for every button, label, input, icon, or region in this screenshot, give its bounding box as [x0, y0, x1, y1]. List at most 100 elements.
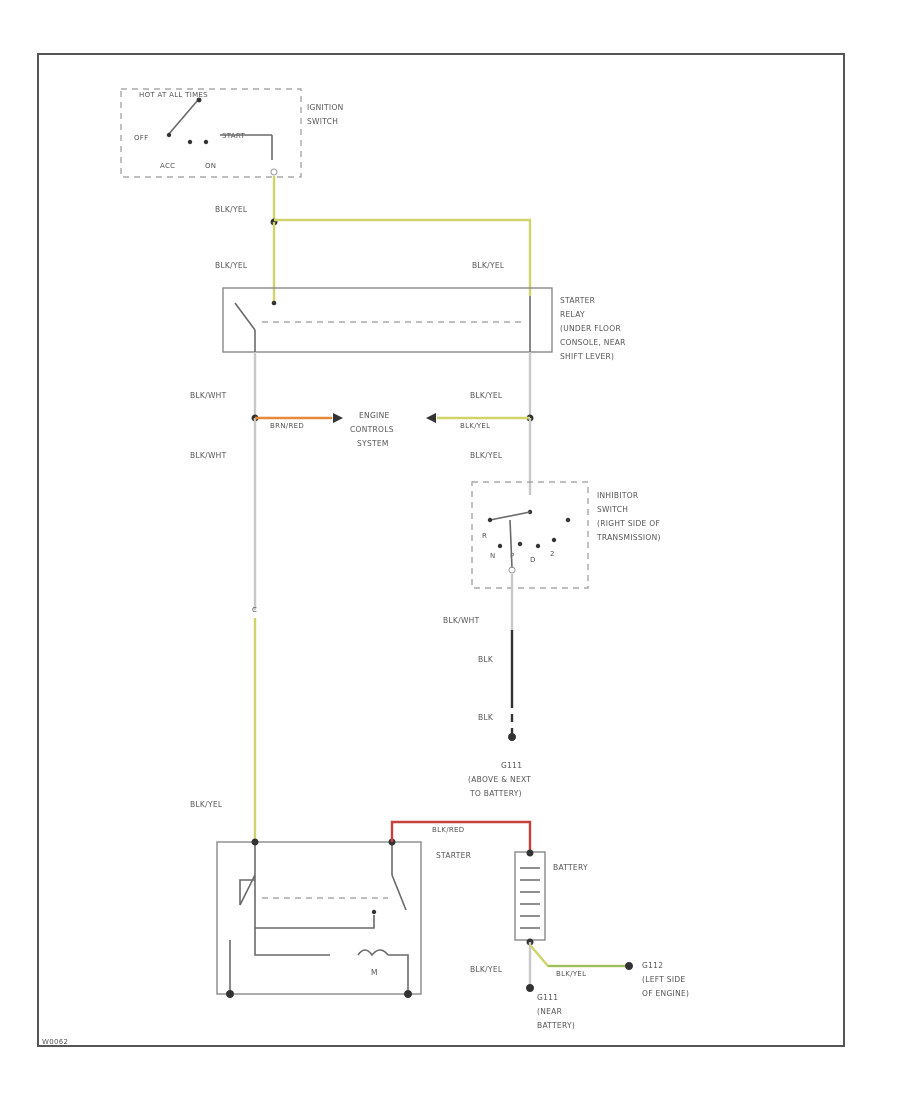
starter-relay-box [222, 287, 553, 353]
wire-label: BLK/WHT [443, 616, 480, 625]
figure-id: W0062 [42, 1038, 68, 1046]
wire-label: BLK [478, 655, 494, 664]
wire-label: BLK/YEL [556, 970, 586, 978]
wire-label: BLK/YEL [460, 422, 490, 430]
ground-desc: OF ENGINE) [642, 989, 689, 998]
ignition-contact [187, 139, 193, 145]
wire-label: BLK/WHT [190, 451, 227, 460]
inhibitor-connector [508, 566, 516, 574]
ecs-title: SYSTEM [357, 439, 389, 448]
starter-motor-label: M [371, 968, 378, 977]
ground-g112: G112 (LEFT SIDE OF ENGINE) [642, 961, 689, 998]
splice-node [251, 838, 259, 846]
ground-code: G111 [537, 993, 558, 1002]
wire-label: BLK/YEL [215, 261, 248, 270]
ignition-hot-label: HOT AT ALL TIMES [139, 91, 208, 99]
wire-label: BLK/YEL [470, 451, 503, 460]
ignition-contact [203, 139, 209, 145]
arrow-icon [426, 413, 436, 423]
inhibitor-contact [497, 543, 503, 549]
ignition-acc-label: ACC [160, 162, 175, 170]
battery-terminal-pos [526, 849, 534, 857]
relay-contact [271, 300, 277, 306]
ignition-switch-title: IGNITION [307, 103, 344, 112]
ignition-pivot [196, 97, 202, 103]
ecs-title: CONTROLS [350, 425, 394, 434]
ignition-switch-title: SWITCH [307, 117, 338, 126]
ignition-switch-box [120, 88, 302, 178]
starter-motor-path [254, 930, 330, 956]
starter-hold-line [255, 915, 375, 929]
arrow-icon [333, 413, 343, 423]
wire-label: BLK [478, 713, 494, 722]
battery: BATTERY [514, 849, 588, 946]
ground-code: G112 [642, 961, 663, 970]
inhibitor-pos-label: R [482, 532, 487, 540]
battery-cells [520, 867, 540, 929]
starter-winding [239, 879, 255, 905]
starter-relay-title: RELAY [560, 310, 585, 319]
starter-motor-icon [357, 949, 389, 957]
inhibitor-switch-box [471, 481, 589, 589]
inhibitor-title: SWITCH [597, 505, 628, 514]
starter-box [216, 841, 422, 995]
inhibitor-link [509, 519, 513, 569]
wire-label: BLK/YEL [470, 391, 503, 400]
inhibitor-contact [551, 537, 557, 543]
ignition-on-label: ON [205, 162, 216, 170]
starter-relay: STARTER RELAY (UNDER FLOOR CONSOLE, NEAR… [222, 287, 626, 361]
inhibitor-location: TRANSMISSION) [596, 533, 661, 542]
starter-relay-location: CONSOLE, NEAR [560, 338, 626, 347]
inhibitor-pivot [487, 517, 493, 523]
ignition-connector [270, 168, 278, 176]
wire-battery-pos [390, 820, 532, 850]
wire-label: BLK/YEL [215, 205, 248, 214]
battery-title: BATTERY [553, 863, 588, 872]
inhibitor-contact [535, 543, 541, 549]
inhibitor-pos-label: 2 [550, 550, 555, 558]
starter-title: STARTER [436, 851, 471, 860]
ignition-contact [166, 132, 172, 138]
inhibitor-pos-label: D [530, 556, 536, 564]
splice-marker: C [252, 606, 257, 614]
diagram-frame [37, 53, 845, 1047]
relay-switch-arm [234, 302, 256, 331]
ignition-off-label: OFF [134, 134, 148, 142]
wire-label: BLK/YEL [470, 965, 503, 974]
inhibitor-pos-label: N [490, 552, 496, 560]
inhibitor-title: INHIBITOR [597, 491, 638, 500]
wire-ign-to-relay-right [274, 218, 532, 296]
ground-node [526, 984, 534, 992]
starter-contact [371, 909, 377, 915]
starter-relay-title: STARTER [560, 296, 595, 305]
inhibitor-contact [517, 541, 523, 547]
ground-desc: (LEFT SIDE [642, 975, 685, 984]
wire-label: BRN/RED [270, 422, 304, 430]
ground-code: G111 [501, 761, 522, 770]
inhibitor-contact [527, 509, 533, 515]
wire-label: BLK/RED [432, 826, 464, 834]
ground-g111-top: G111 (ABOVE & NEXT TO BATTERY) [468, 761, 531, 798]
ground-node [226, 990, 234, 998]
starter-relay-location: SHIFT LEVER) [560, 352, 614, 361]
ground-node [404, 990, 412, 998]
ignition-start-label: START [222, 132, 246, 140]
wire-label: BLK/YEL [472, 261, 505, 270]
inhibitor-contact [565, 517, 571, 523]
ground-desc: TO BATTERY) [469, 789, 522, 798]
inhibitor-location: (RIGHT SIDE OF [597, 519, 660, 528]
wire-label: BLK/WHT [190, 391, 227, 400]
wire-label: BLK/YEL [190, 800, 223, 809]
ground-desc: (NEAR [537, 1007, 562, 1016]
inhibitor-arm [489, 511, 531, 521]
starter-motor-out [388, 954, 409, 994]
ground-node [625, 962, 633, 970]
starter: M STARTER [216, 838, 471, 998]
inhibitor-switch: R N P D 2 INHIBITOR SWITCH (RIGHT SIDE O… [471, 481, 661, 589]
starter-contact-arm [391, 874, 407, 911]
engine-controls-system: ENGINE CONTROLS SYSTEM [350, 411, 394, 448]
battery-box [514, 851, 546, 941]
starter-relay-location: (UNDER FLOOR [560, 324, 621, 333]
wire-battery-to-g112 [529, 944, 628, 968]
